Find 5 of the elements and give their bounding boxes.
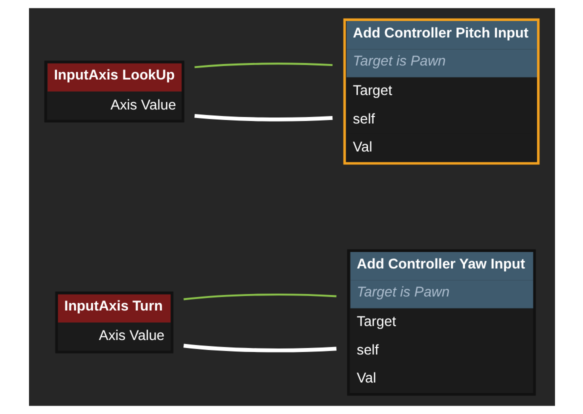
connector	[182, 344, 336, 352]
connector	[183, 294, 336, 300]
connector	[194, 114, 332, 122]
node-text: InputAxis LookUp Axis Value	[54, 66, 176, 112]
connector	[194, 62, 332, 68]
